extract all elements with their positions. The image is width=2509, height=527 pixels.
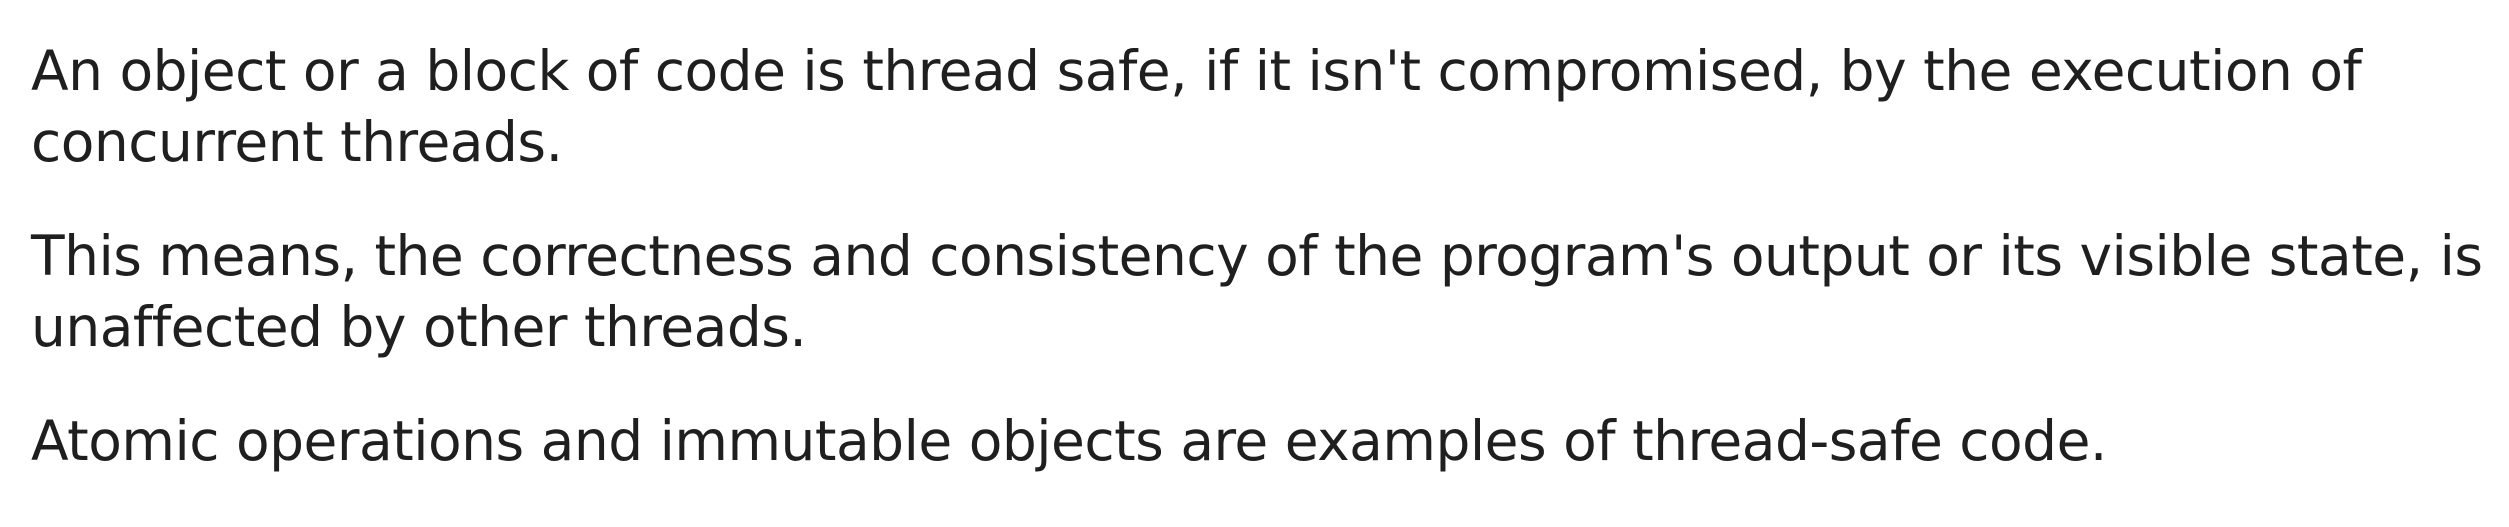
- paragraph-definition: An object or a block of code is thread s…: [31, 39, 2362, 174]
- paragraph-examples: Atomic operations and immutable objects …: [31, 409, 2107, 473]
- text-block: An object or a block of code is thread s…: [31, 36, 2491, 477]
- paragraph-meaning: This means, the correctness and consiste…: [31, 224, 2483, 359]
